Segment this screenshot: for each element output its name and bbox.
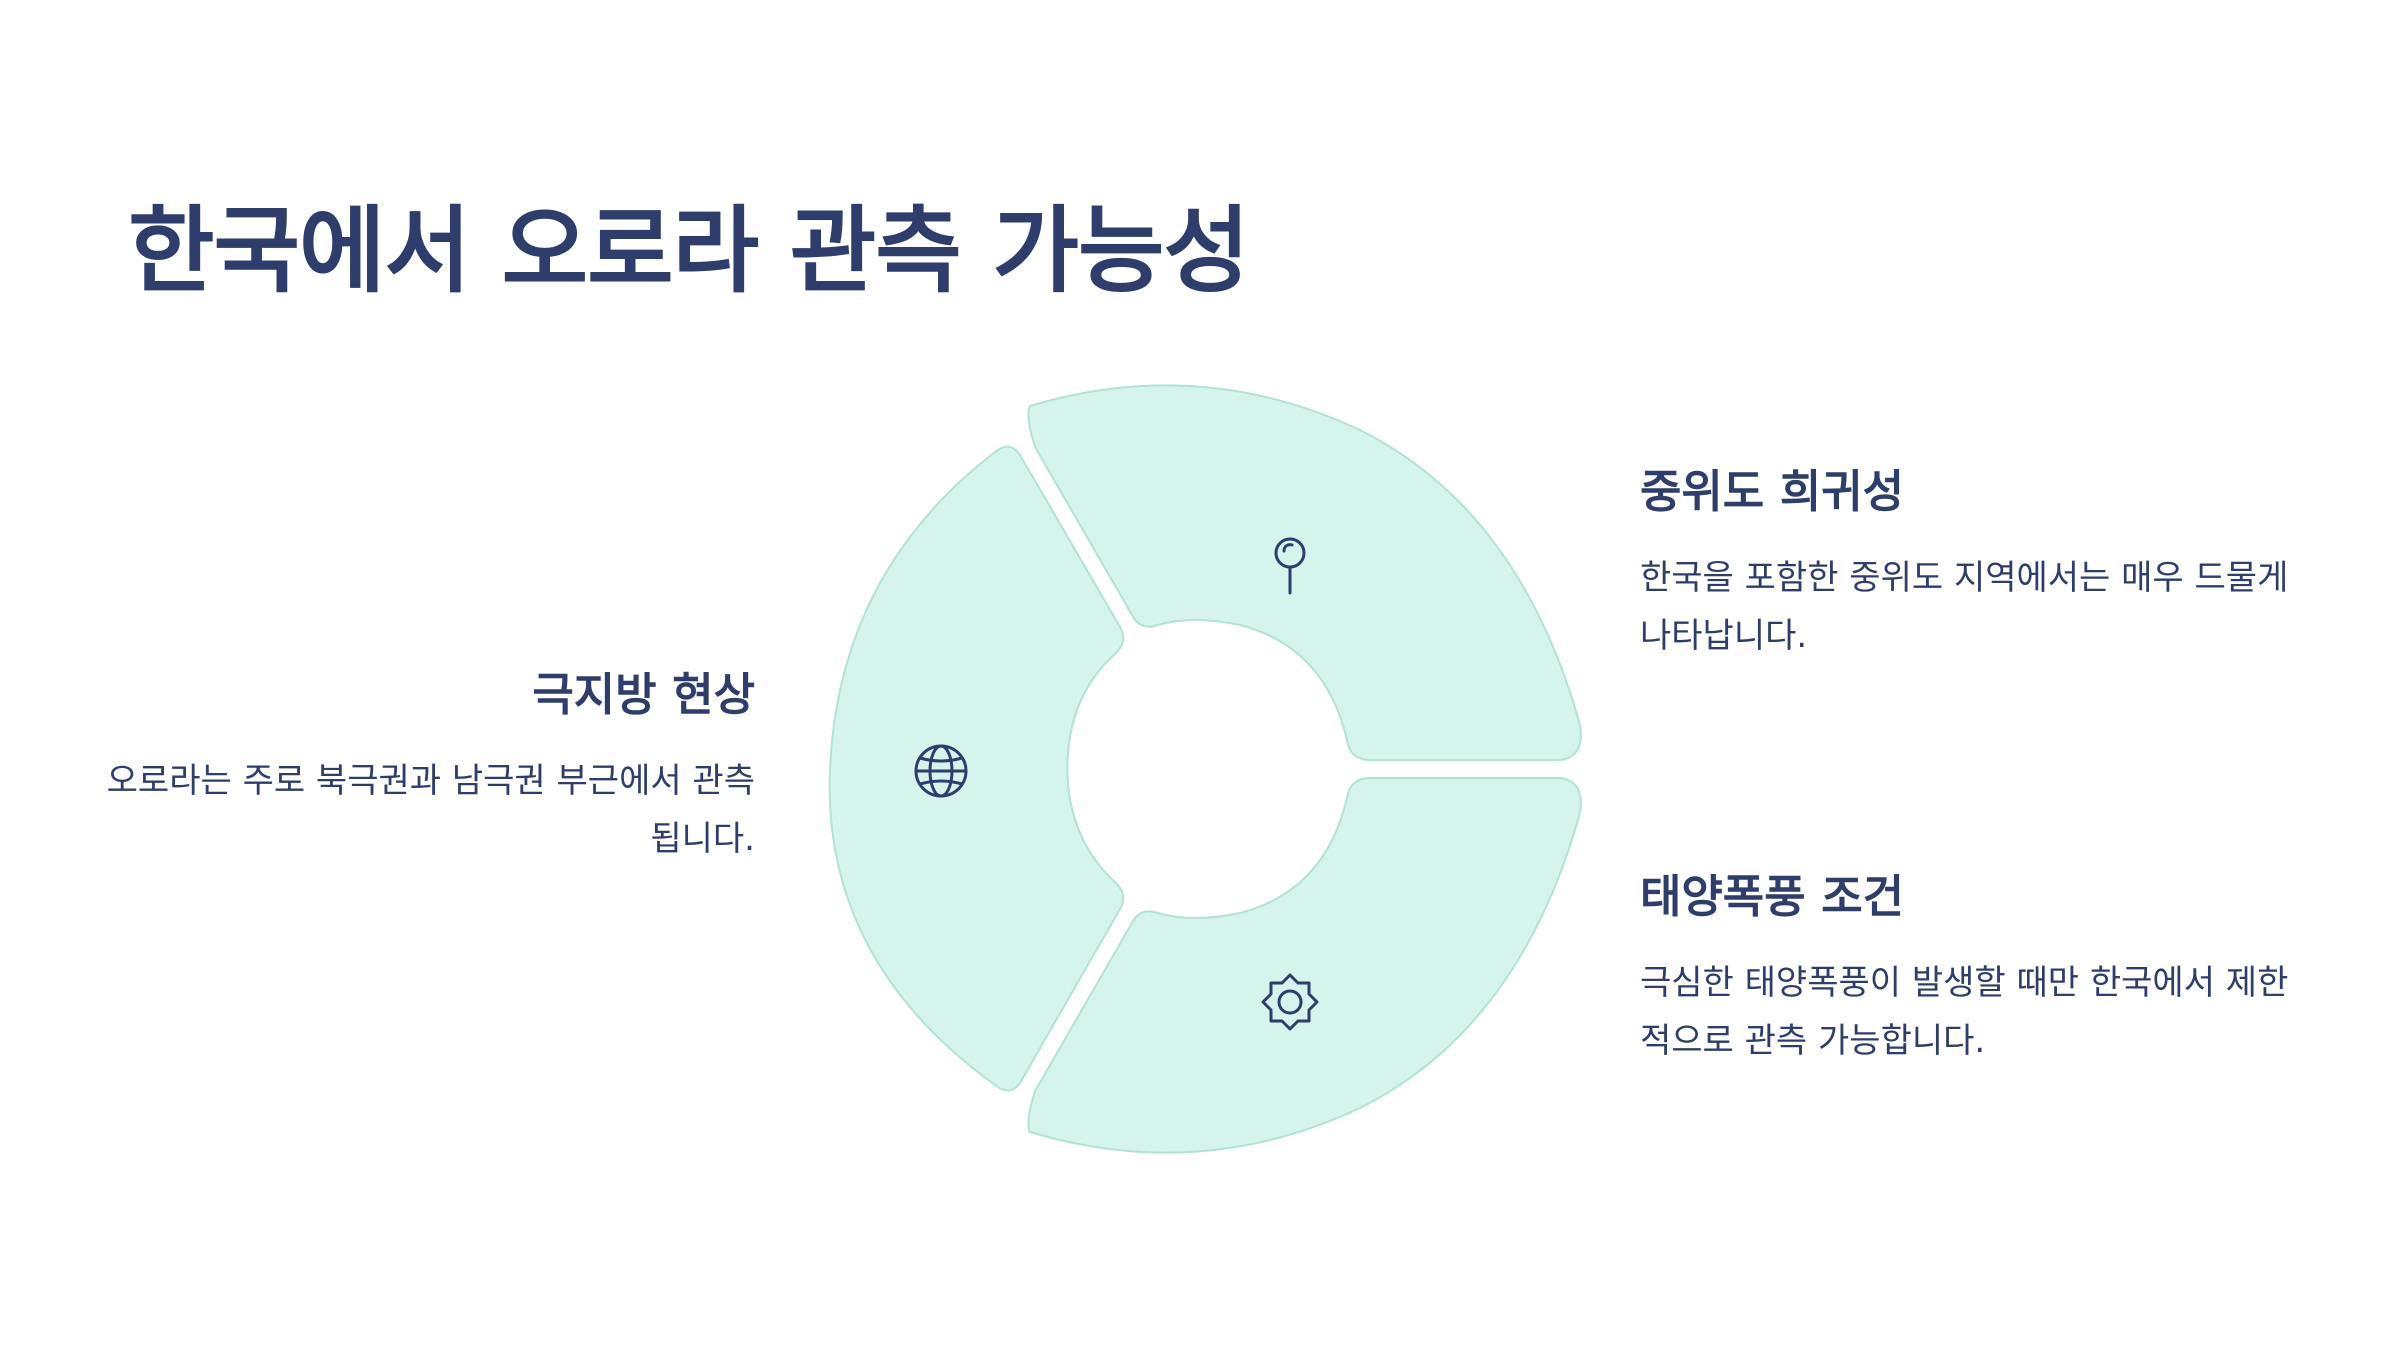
- item-midlatitude: 중위도 희귀성 한국을 포함한 중위도 지역에서는 매우 드물게 나타납니다.: [1640, 465, 2300, 665]
- segment-solar-storm: [1027, 777, 1582, 1154]
- cycle-diagram-svg: [828, 384, 1582, 1154]
- item-polar: 극지방 현상 오로라는 주로 북극권과 남극권 부근에서 관측됩니다.: [80, 668, 755, 868]
- globe-icon: [914, 744, 968, 798]
- segment-midlatitude: [1027, 384, 1582, 761]
- item-heading: 중위도 희귀성: [1640, 465, 1905, 518]
- item-solar-storm: 태양폭풍 조건 극심한 태양폭풍이 발생할 때만 한국에서 제한적으로 관측 가…: [1640, 870, 2300, 1070]
- page-title: 한국에서 오로라 관측 가능성: [128, 197, 1250, 306]
- item-description: 극심한 태양폭풍이 발생할 때만 한국에서 제한적으로 관측 가능합니다.: [1640, 963, 2289, 1061]
- segment-polar: [828, 445, 1125, 1092]
- item-heading: 태양폭풍 조건: [1640, 870, 1905, 923]
- pin-icon: [1274, 537, 1306, 595]
- item-description: 오로라는 주로 북극권과 남극권 부근에서 관측됩니다.: [106, 761, 755, 859]
- cycle-diagram: [820, 384, 1600, 1165]
- item-heading: 극지방 현상: [532, 668, 755, 721]
- sun-icon: [1261, 973, 1319, 1031]
- item-description: 한국을 포함한 중위도 지역에서는 매우 드물게 나타납니다.: [1640, 558, 2289, 656]
